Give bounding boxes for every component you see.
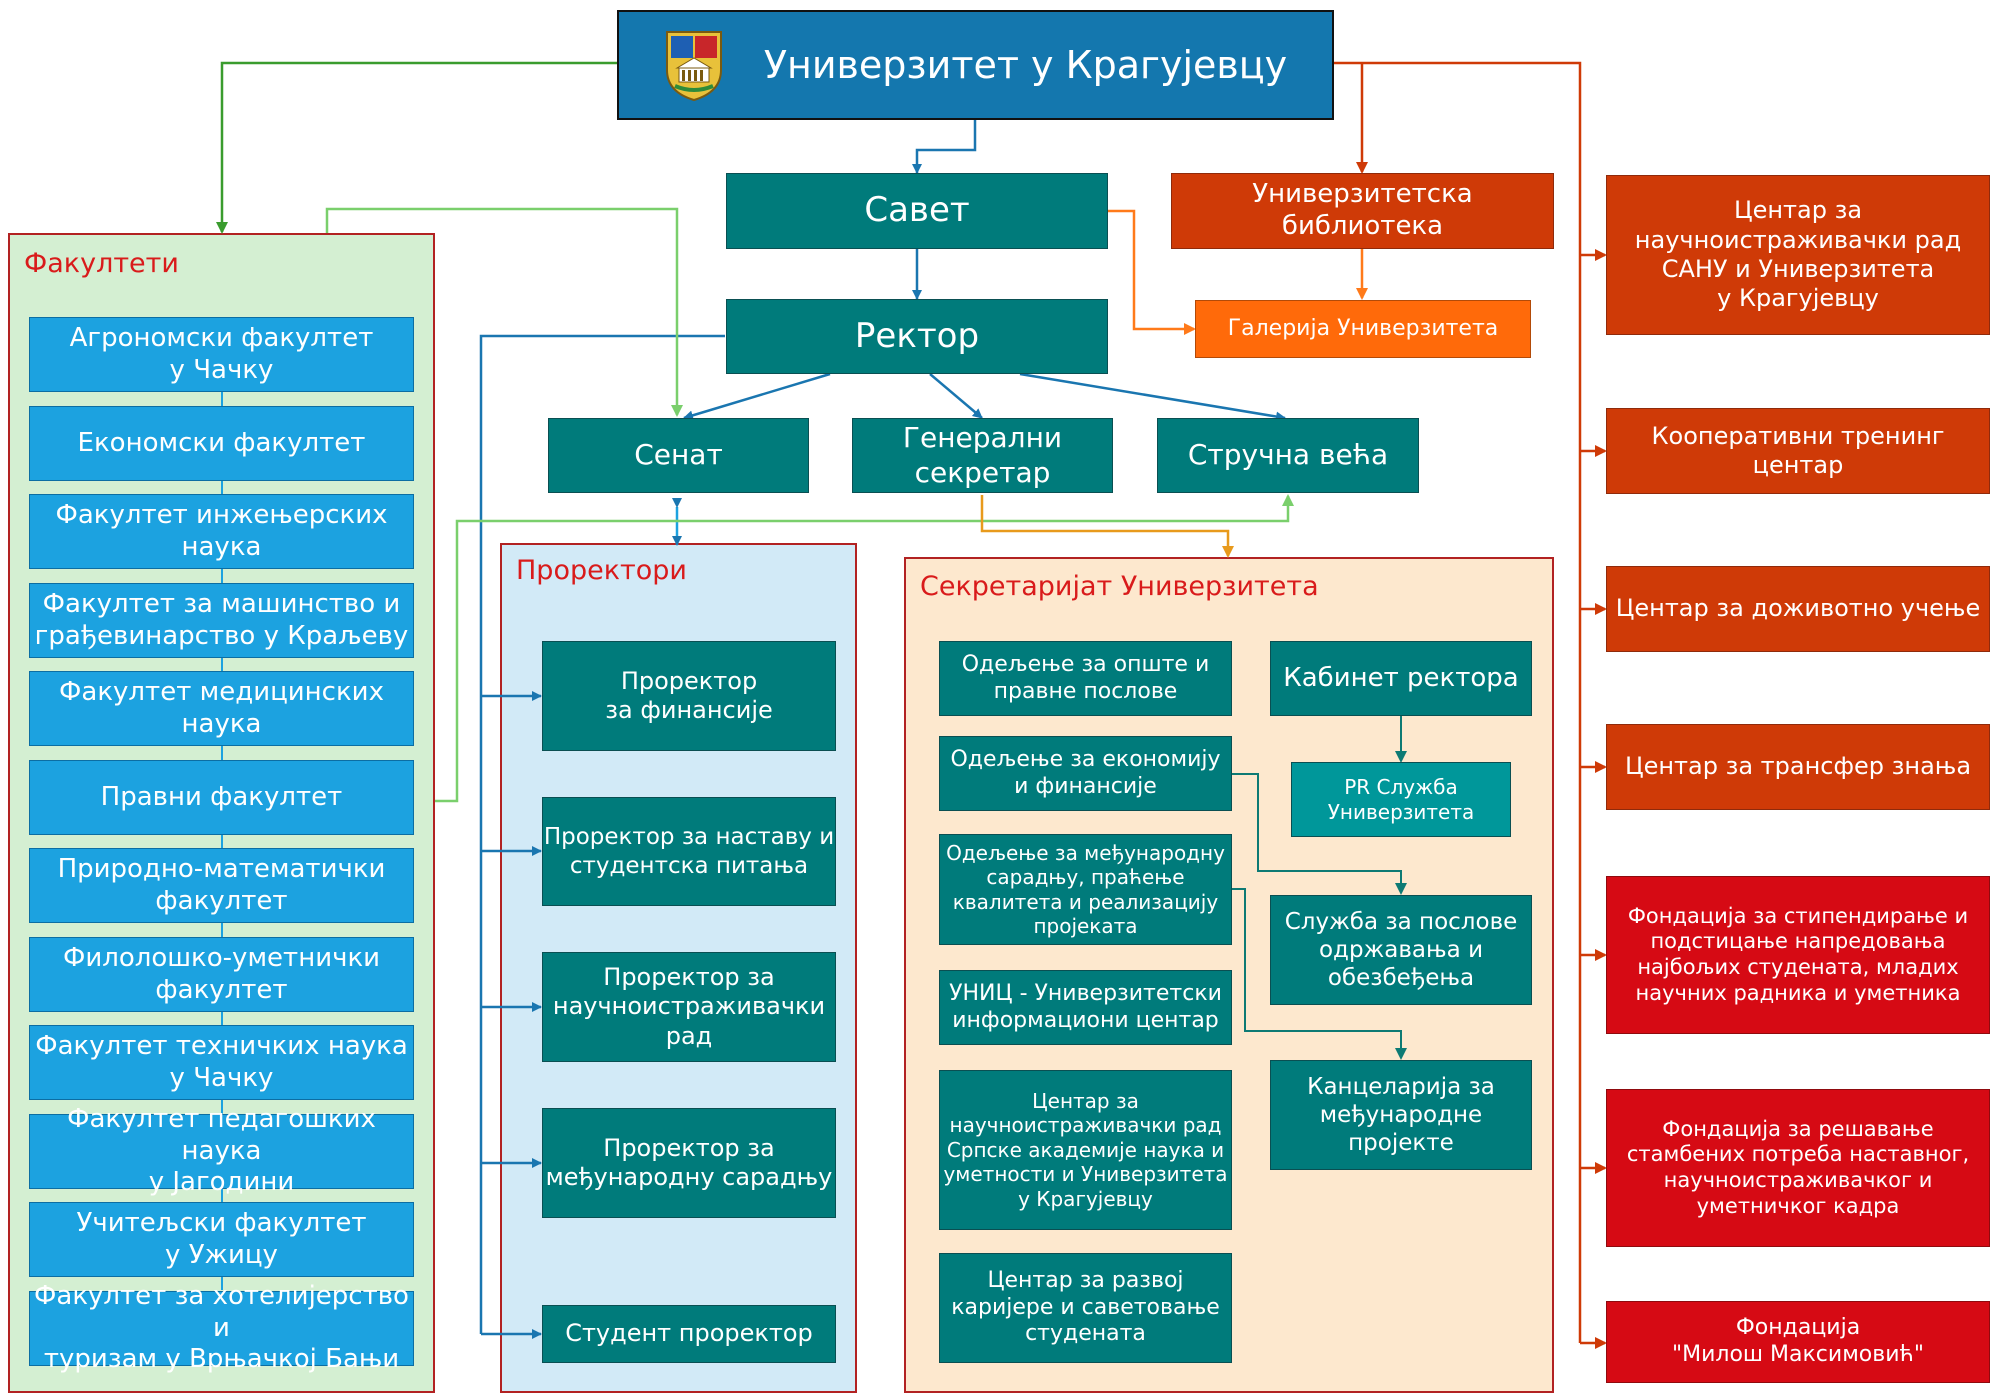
library-box: Универзитетска библиотека xyxy=(1171,173,1554,249)
secretariat-item: Кабинет ректора xyxy=(1270,641,1532,716)
university-header: Универзитет у Крагујевцу xyxy=(617,10,1334,120)
secretariat-item: Одељење за међународну сарадњу, праћење … xyxy=(939,834,1232,945)
faculty-item: Филолошко-уметнички факултет xyxy=(29,937,414,1012)
foundation-item: Фондација "Милош Максимовић" xyxy=(1606,1301,1990,1383)
secretariat-item: Канцеларија за међународне пројекте xyxy=(1270,1060,1532,1170)
faculties-title: Факултети xyxy=(24,248,179,279)
prorector-item: Проректор за финансије xyxy=(542,641,836,751)
center-item: Центар за трансфер знања xyxy=(1606,724,1990,810)
faculty-item: Агрономски факултет у Чачку xyxy=(29,317,414,392)
prorector-item: Проректор за наставу и студентска питања xyxy=(542,797,836,906)
university-crest-icon xyxy=(663,28,725,102)
faculty-item: Факултет педагошких наука у Јагодини xyxy=(29,1104,414,1197)
prorectors-title: Проректори xyxy=(516,555,687,586)
faculty-item: Учитељски факултет у Ужицу xyxy=(29,1202,414,1277)
secretariat-title: Секретаријат Универзитета xyxy=(920,571,1319,602)
secretariat-item: Центар за развој каријере и саветовање с… xyxy=(939,1253,1232,1363)
faculty-item: Природно-математички факултет xyxy=(29,848,414,923)
senat-box: Сенат xyxy=(548,418,809,493)
prorector-item: Проректор за међународну сарадњу xyxy=(542,1108,836,1218)
gallery-box: Галерија Универзитета xyxy=(1195,300,1531,358)
strucna-veca-box: Стручна већа xyxy=(1157,418,1419,493)
savet-box: Савет xyxy=(726,173,1108,249)
center-item: Кооперативни тренинг центар xyxy=(1606,408,1990,494)
foundation-item: Фондација за решавање стамбених потреба … xyxy=(1606,1089,1990,1247)
center-item: Центар за научноистраживачки рад САНУ и … xyxy=(1606,175,1990,335)
secretariat-item: PR Служба Универзитета xyxy=(1291,762,1511,837)
secretariat-item: Служба за послове одржавања и обезбеђења xyxy=(1270,895,1532,1005)
center-item: Центар за доживотно учење xyxy=(1606,566,1990,652)
secretariat-item: Центар за научноистраживачки рад Српске … xyxy=(939,1070,1232,1230)
secretariat-item: Одељење за опште и правне послове xyxy=(939,641,1232,716)
faculty-item: Факултет инжењерских наука xyxy=(29,494,414,569)
prorector-item: Проректор за научноистраживачки рад xyxy=(542,952,836,1062)
faculty-item: Факултет медицинских наука xyxy=(29,671,414,746)
secretariat-item: УНИЦ - Универзитетски информациони цента… xyxy=(939,970,1232,1045)
prorector-item: Студент проректор xyxy=(542,1305,836,1363)
faculty-item: Факултет за машинство и грађевинарство у… xyxy=(29,583,414,658)
foundation-item: Фондација за стипендирање и подстицање н… xyxy=(1606,876,1990,1034)
rektor-box: Ректор xyxy=(726,299,1108,374)
faculty-item: Факултет техничких наука у Чачку xyxy=(29,1025,414,1100)
generalni-sekretar-box: Генерални секретар xyxy=(852,418,1113,493)
secretariat-item: Одељење за економију и финансије xyxy=(939,736,1232,811)
faculty-item: Економски факултет xyxy=(29,406,414,481)
faculty-item: Правни факултет xyxy=(29,760,414,835)
faculty-item: Факултет за хотелијерство и туризам у Вр… xyxy=(29,1281,414,1374)
university-title: Универзитет у Крагујевцу xyxy=(763,42,1288,87)
